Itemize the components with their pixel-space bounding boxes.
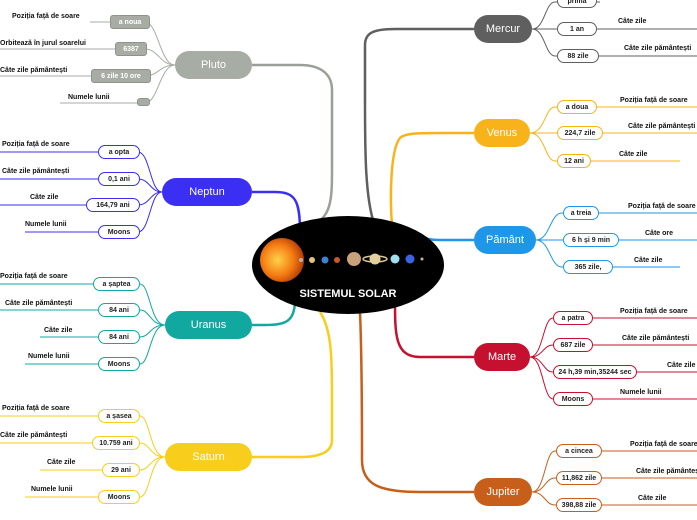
node-marte[interactable]: Marte xyxy=(474,343,530,371)
jupiter-value-days[interactable]: 398,88 zile xyxy=(556,498,602,512)
neptun-value-earth-days[interactable]: 0,1 ani xyxy=(98,172,140,186)
saturn-label-earth-days: Câte zile pământești xyxy=(0,432,68,439)
central-node[interactable]: SISTEMUL SOLAR xyxy=(252,216,444,314)
pamant-label-position: Poziția față de soare xyxy=(628,203,696,210)
saturn-label-moons: Numele lunii xyxy=(31,486,73,493)
saturn-value-earth-days[interactable]: 10.759 ani xyxy=(92,436,140,450)
venus-value-earth-days[interactable]: 224,7 zile xyxy=(557,126,603,140)
venus-label-position: Poziția față de soare xyxy=(620,97,688,104)
pamant-label-hours: Câte ore xyxy=(645,230,674,237)
pluto-value-orbit[interactable]: 6387 xyxy=(115,42,147,56)
node-pamant[interactable]: Pământ xyxy=(474,226,536,254)
pamant-value-hours[interactable]: 6 h și 9 min xyxy=(563,233,619,247)
uranus-label-earth-days: Câte zile pământești xyxy=(5,300,73,307)
mercur-value-position[interactable]: prima xyxy=(557,0,597,8)
neptun-label-earth-days: Câte zile pământești xyxy=(2,168,70,175)
mercur-label-earth-days: Câte zile pământești xyxy=(624,45,692,52)
pluto-value-position[interactable]: a noua xyxy=(110,15,150,29)
neptun-value-moons[interactable]: Moons xyxy=(98,225,140,239)
node-jupiter[interactable]: Jupiter xyxy=(474,478,532,506)
marte-value-position[interactable]: a patra xyxy=(553,311,593,325)
pamant-value-days[interactable]: 365 zile, xyxy=(563,260,613,274)
uranus-value-position[interactable]: a șaptea xyxy=(93,277,140,291)
node-mercur[interactable]: Mercur xyxy=(474,15,532,43)
marte-value-days[interactable]: 24 h,39 min,35244 sec xyxy=(553,365,637,379)
mercur-value-days[interactable]: 1 an xyxy=(557,22,597,36)
uranus-label-position: Poziția față de soare xyxy=(0,273,68,280)
node-uranus[interactable]: Uranus xyxy=(165,311,252,339)
mercur-label-days: Câte zile xyxy=(618,18,647,25)
neptun-label-moons: Numele lunii xyxy=(25,221,67,228)
venus-label-earth-days: Câte zile pământești xyxy=(628,123,696,130)
saturn-value-days[interactable]: 29 ani xyxy=(102,463,140,477)
node-neptun[interactable]: Neptun xyxy=(162,178,252,206)
saturn-value-moons[interactable]: Moons xyxy=(98,490,140,504)
marte-label-days: Câte zile xyxy=(667,362,696,369)
uranus-value-moons[interactable]: Moons xyxy=(98,357,140,371)
uranus-value-earth-days[interactable]: 84 ani xyxy=(98,303,140,317)
pluto-value-moons[interactable] xyxy=(137,98,150,106)
pluto-label-moons: Numele lunii xyxy=(68,94,110,101)
pluto-label-orbit: Orbitează în jurul soarelui xyxy=(0,40,86,47)
venus-value-position[interactable]: a doua xyxy=(557,100,597,114)
jupiter-label-earth-days: Câte zile pământești xyxy=(636,468,697,475)
uranus-label-moons: Numele lunii xyxy=(28,353,70,360)
solar-system-image xyxy=(260,238,424,282)
jupiter-label-days: Câte zile xyxy=(638,495,667,502)
saturn-label-days: Câte zile xyxy=(47,459,76,466)
marte-label-position: Poziția față de soare xyxy=(620,308,688,315)
marte-value-earth-days[interactable]: 687 zile xyxy=(553,338,593,352)
neptun-value-days[interactable]: 164,79 ani xyxy=(86,198,140,212)
neptun-value-position[interactable]: a opta xyxy=(98,145,140,159)
marte-label-moons: Numele lunii xyxy=(620,389,662,396)
jupiter-value-position[interactable]: a cincea xyxy=(556,444,602,458)
node-saturn[interactable]: Saturn xyxy=(165,443,252,471)
jupiter-label-position: Poziția față de soare xyxy=(630,441,697,448)
node-venus[interactable]: Venus xyxy=(474,119,530,147)
pluto-value-earth-days[interactable]: 6 zile 10 ore xyxy=(91,69,151,83)
neptun-label-days: Câte zile xyxy=(30,194,59,201)
pamant-value-position[interactable]: a treia xyxy=(563,206,599,220)
pamant-label-days: Câte zile xyxy=(634,257,663,264)
node-pluto[interactable]: Pluto xyxy=(175,51,252,79)
jupiter-value-earth-days[interactable]: 11,862 zile xyxy=(556,471,602,485)
pluto-label-position: Poziția față de soare xyxy=(12,13,80,20)
neptun-label-position: Poziția față de soare xyxy=(2,141,70,148)
uranus-label-days: Câte zile xyxy=(44,327,73,334)
marte-value-moons[interactable]: Moons xyxy=(553,392,593,406)
saturn-label-position: Poziția față de soare xyxy=(2,405,70,412)
uranus-value-days[interactable]: 84 ani xyxy=(98,330,140,344)
mercur-value-earth-days[interactable]: 88 zile xyxy=(557,49,599,63)
venus-label-days: Câte zile xyxy=(619,151,648,158)
saturn-value-position[interactable]: a șasea xyxy=(98,409,140,423)
venus-value-days[interactable]: 12 ani xyxy=(557,154,591,168)
marte-label-earth-days: Câte zile pământești xyxy=(622,335,690,342)
central-title: SISTEMUL SOLAR xyxy=(299,288,397,300)
pluto-label-earth-days: Câte zile pământești xyxy=(0,67,68,74)
